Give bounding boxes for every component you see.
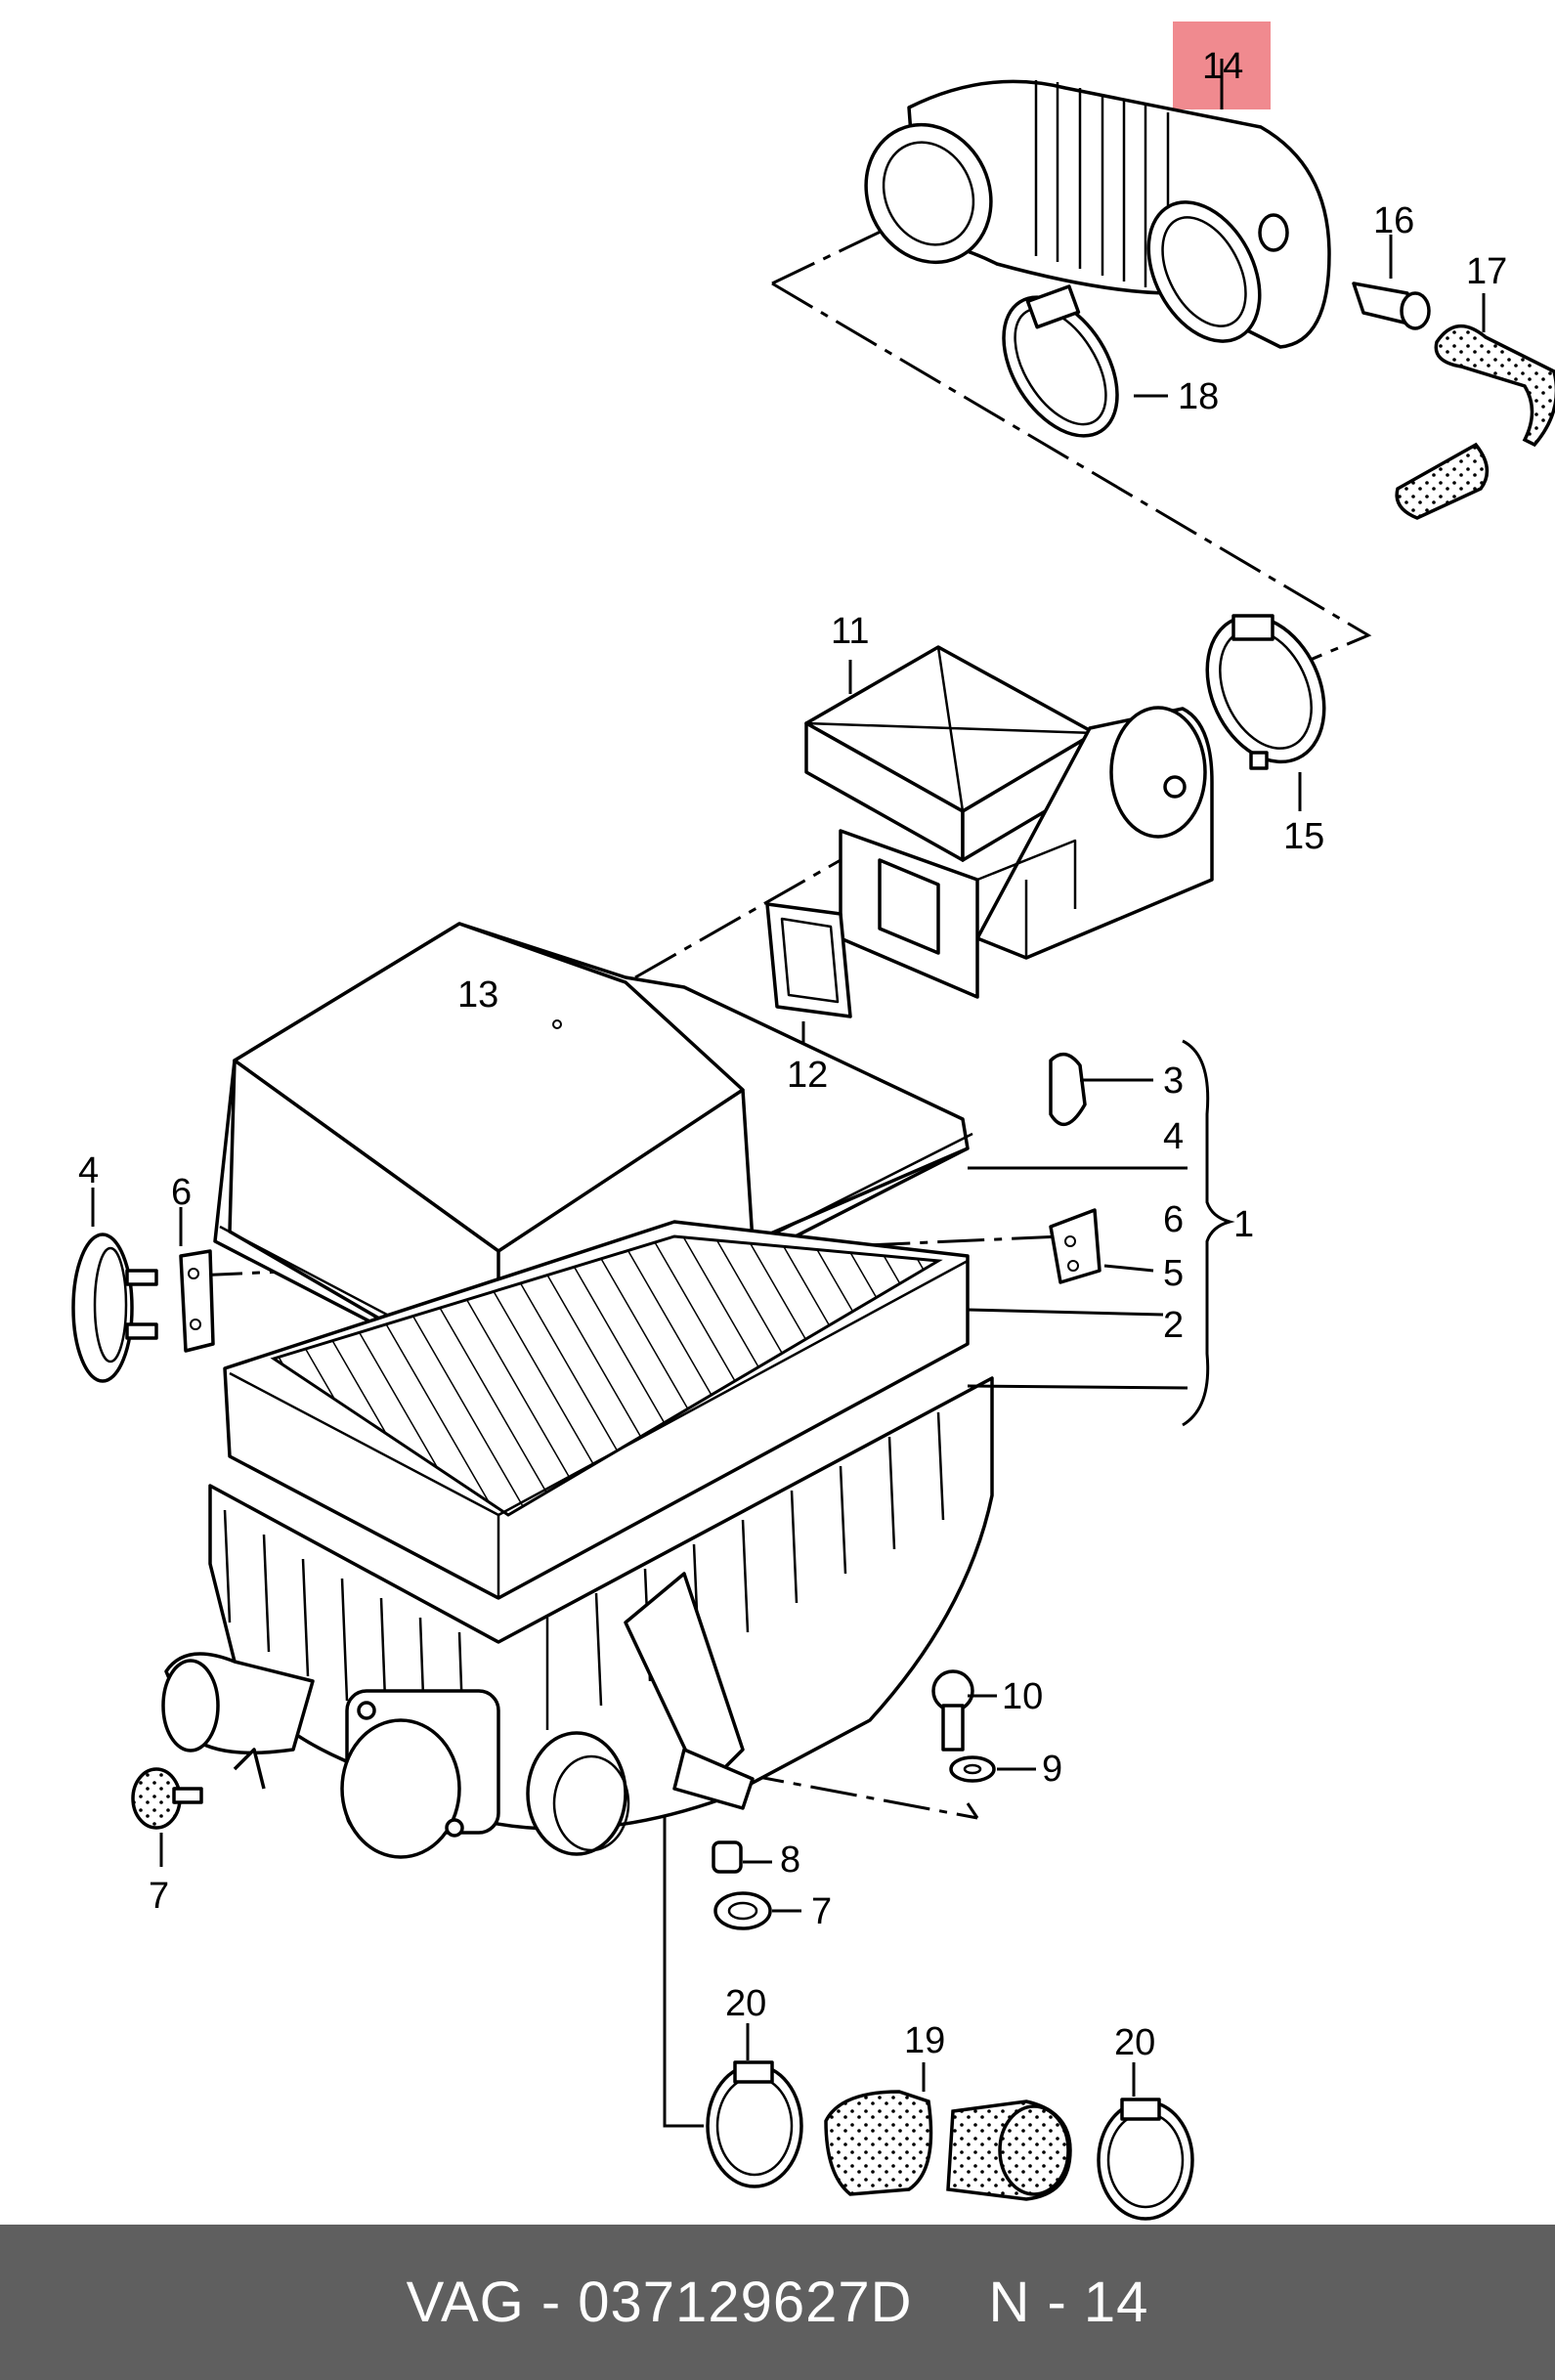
callout-11: 11 (831, 611, 869, 652)
air-intake-hose-part-14 (864, 59, 1331, 349)
exploded-parts-diagram: 14 16 17 18 11 15 13 12 3 4 4 6 6 1 5 2 … (71, 22, 1555, 2221)
callout-20-right: 20 (1114, 2022, 1155, 2063)
callout-6-left: 6 (171, 1172, 192, 1213)
callout-16: 16 (1373, 200, 1414, 241)
callout-6-right: 6 (1163, 1199, 1184, 1240)
callout-7-left: 7 (149, 1876, 169, 1917)
callout-17: 17 (1466, 251, 1507, 292)
callout-4-right: 4 (1163, 1116, 1184, 1157)
callout-14: 14 (1202, 46, 1243, 87)
callout-2: 2 (1163, 1305, 1184, 1346)
hose-and-clamps-part-19-20 (706, 2023, 1194, 2221)
part-number-footer: VAG - 037129627D N - 14 (0, 2225, 1555, 2380)
air-filter-housing (161, 1376, 994, 1859)
callout-10: 10 (1002, 1676, 1043, 1717)
filter-element-part-2 (223, 1220, 970, 1600)
callout-labels: 14 16 17 18 11 15 13 12 3 4 4 6 6 1 5 2 … (78, 46, 1507, 2063)
callout-1: 1 (1233, 1204, 1254, 1245)
fitting-part-16 (1352, 235, 1431, 330)
callout-20-left: 20 (725, 1983, 766, 2024)
fasteners-right (712, 1669, 1036, 1930)
callout-18: 18 (1178, 376, 1219, 417)
clamp-part-18 (1002, 284, 1168, 438)
clamp-part-15 (1205, 614, 1326, 811)
callout-9: 9 (1042, 1749, 1062, 1790)
callout-7-right: 7 (811, 1891, 832, 1932)
bracket-right-part-3-5-6 (1049, 1052, 1154, 1284)
air-filter-lid (213, 922, 973, 1390)
callout-4-left: 4 (78, 1150, 99, 1191)
brace-part-1 (1182, 1039, 1235, 1427)
callout-8: 8 (780, 1839, 800, 1881)
leader-lines-main (967, 1166, 1188, 1390)
callout-19: 19 (904, 2020, 945, 2061)
position-text: N - 14 (988, 2271, 1149, 2334)
part-number-text: VAG - 037129627D (406, 2271, 913, 2334)
grommet-part-7-left (131, 1767, 203, 1867)
callout-12: 12 (787, 1055, 828, 1096)
air-mass-meter-part-11 (804, 645, 1214, 999)
callout-3: 3 (1163, 1060, 1184, 1102)
callout-5: 5 (1163, 1253, 1184, 1294)
callout-15: 15 (1283, 816, 1324, 857)
callout-13: 13 (457, 974, 498, 1016)
bracket-left-part-4-6 (71, 1188, 215, 1383)
vent-hose-part-17 (1395, 293, 1555, 520)
gasket-part-12 (765, 902, 852, 1051)
